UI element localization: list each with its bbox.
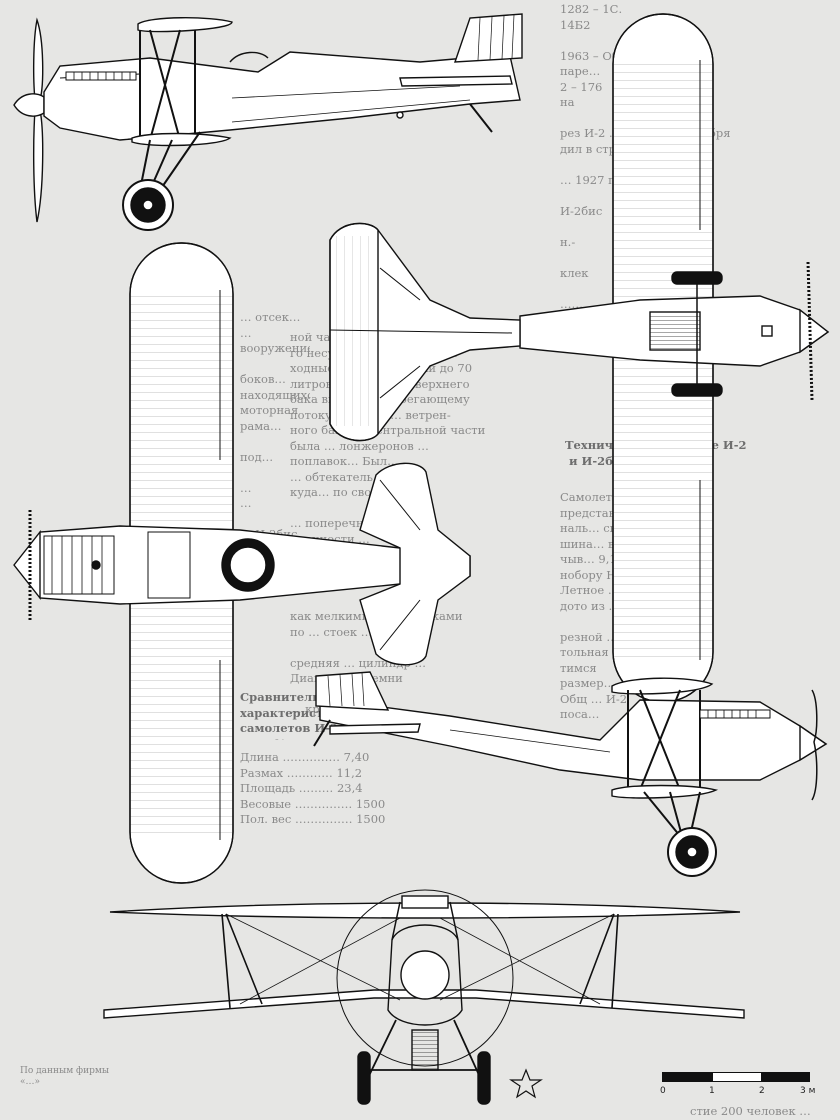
exhaust-stacks-right <box>699 709 771 719</box>
front-view <box>103 889 745 1105</box>
upper-wing-section <box>137 17 233 33</box>
caption-bottom-left: По данным фирмы «…» <box>20 1066 110 1087</box>
wing-plan-right <box>519 13 830 703</box>
horizontal-tail-plan-left <box>359 462 471 666</box>
wheel-plan-right <box>671 383 723 397</box>
text-column-right-mid: Самолеты выполнены представлены: оба нал… <box>560 490 694 720</box>
scale-bar <box>662 1072 812 1084</box>
star-emblem <box>509 1068 543 1099</box>
flying-wires <box>225 913 615 1005</box>
cowling-front <box>387 924 463 1026</box>
tail-skid-right <box>313 719 331 747</box>
propeller-blade-lower <box>33 109 44 223</box>
scale-label-1: 1 <box>709 1086 715 1096</box>
upper-wing-front <box>109 902 741 919</box>
upper-wing-section-right <box>611 677 714 695</box>
propeller-blade-upper <box>32 17 44 101</box>
cabane-struts <box>139 29 196 141</box>
exhaust-stacks <box>65 71 137 81</box>
cabane-front <box>391 901 459 941</box>
spinner <box>13 93 45 117</box>
propeller-right <box>811 689 818 801</box>
scale-segment-3 <box>762 1072 810 1082</box>
interplane-struts <box>221 913 619 1009</box>
vertical-tail <box>454 13 523 63</box>
fuselage-side <box>43 51 521 141</box>
scale-segment-1 <box>662 1072 712 1082</box>
wheel-front-right <box>477 1051 491 1105</box>
scale-segment-2 <box>712 1072 762 1082</box>
engine-plan <box>43 535 115 595</box>
side-view-right <box>313 671 828 877</box>
tail-skid <box>469 103 493 133</box>
wheel-plan-left <box>671 271 723 285</box>
radiator-front <box>411 1029 439 1071</box>
propeller-plan-right <box>806 261 814 401</box>
footer-text: стие 200 человек … <box>690 1104 811 1118</box>
scale-label-3: 3 м <box>800 1086 816 1096</box>
cockpit-plan <box>649 311 701 351</box>
tail-plan-upper <box>329 222 521 442</box>
plan-view <box>13 242 471 884</box>
scale-label-2: 2 <box>759 1086 765 1096</box>
fuselage-front <box>400 950 450 1000</box>
vertical-tail-right <box>315 671 390 711</box>
table-characteristics: Длина …………… 7,40 Размах ………… 11,2 Площад… <box>240 750 386 826</box>
horizontal-stabilizer <box>399 75 513 87</box>
horizontal-stabilizer-right <box>329 723 421 735</box>
scale-label-0: 0 <box>660 1086 666 1096</box>
wheel-front-left <box>357 1051 371 1105</box>
lower-wing-section-right <box>611 784 719 799</box>
lower-wing-section <box>131 132 232 147</box>
fuel-tank-plan <box>147 531 191 599</box>
cabane-struts-right <box>627 689 701 791</box>
side-view-top <box>13 13 523 231</box>
